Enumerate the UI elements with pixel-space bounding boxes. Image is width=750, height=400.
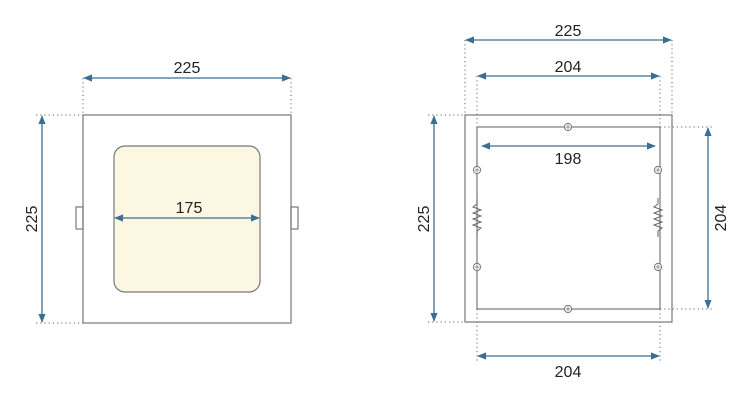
back-inner-span-label: 198 xyxy=(555,151,582,168)
panel-width-label: 175 xyxy=(176,200,203,217)
back-outer-frame xyxy=(464,114,673,323)
back-bottom-width-label: 204 xyxy=(555,364,582,381)
left-spring xyxy=(471,198,483,237)
light-panel xyxy=(113,145,261,293)
right-spring-clip xyxy=(290,206,299,230)
front-view: 225 225 175 xyxy=(24,60,299,324)
back-inner-height-label: 204 xyxy=(713,205,730,232)
screw-right-upper xyxy=(653,165,663,175)
screw-left-lower xyxy=(472,262,482,272)
left-spring-clip xyxy=(75,206,84,230)
back-view: 225 204 198 225 204 204 xyxy=(416,23,730,381)
screw-right-lower xyxy=(653,262,663,272)
back-outer-width-label: 225 xyxy=(555,23,582,40)
front-height-label: 225 xyxy=(24,206,41,233)
screw-bottom xyxy=(563,304,573,314)
back-outer-height-label: 225 xyxy=(416,206,433,233)
screw-left-upper xyxy=(472,165,482,175)
front-width-label: 225 xyxy=(174,60,201,77)
screw-top xyxy=(563,122,573,132)
right-spring xyxy=(652,198,664,237)
back-inner-width-top-label: 204 xyxy=(555,59,582,76)
